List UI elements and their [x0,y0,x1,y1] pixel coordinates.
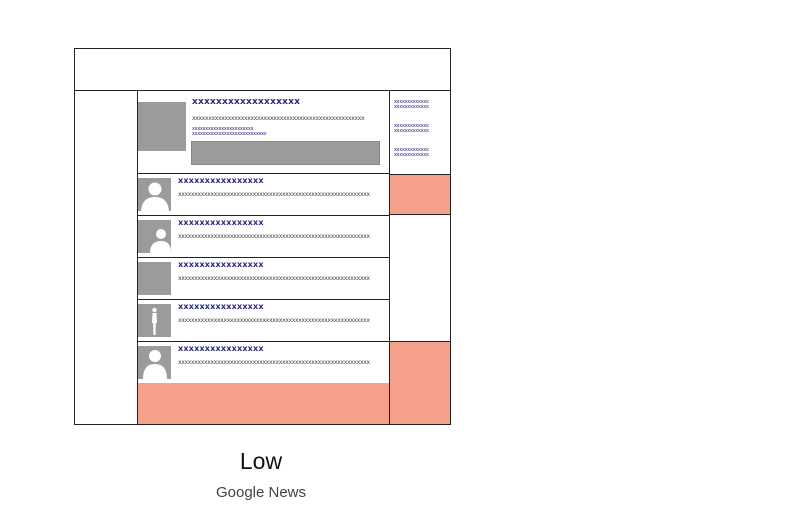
featured-meta-line-1[interactable]: xxxxxxxxxxxxxxxxxxxxxxx [192,126,254,132]
blank-thumbnail [138,262,171,295]
featured-meta-line-2[interactable]: xxxxxxxxxxxxxxxxxxxxxxxxxxxx [192,131,267,137]
left-sidebar [75,91,138,424]
source-label: Google News [215,484,307,501]
story-headline[interactable]: xxxxxxxxxxxxxxxx [178,344,264,353]
story-headline[interactable]: xxxxxxxxxxxxxxxx [178,302,264,311]
story-row[interactable]: xxxxxxxxxxxxxxxx xxxxxxxxxxxxxxxxxxxxxxx… [138,342,389,384]
featured-story[interactable]: xxxxxxxxxxxxxxxxxx xxxxxxxxxxxxxxxxxxxxx… [138,91,389,174]
story-row[interactable]: xxxxxxxxxxxxxxxx xxxxxxxxxxxxxxxxxxxxxxx… [138,174,389,216]
page-wireframe: xxxxxxxxxxxxxxxxxx xxxxxxxxxxxxxxxxxxxxx… [74,48,451,425]
main-column: xxxxxxxxxxxxxxxxxx xxxxxxxxxxxxxxxxxxxxx… [138,91,390,424]
right-ad-block-bottom [390,341,450,424]
story-headline[interactable]: xxxxxxxxxxxxxxxx [178,260,264,269]
bottom-ad-block [138,383,389,424]
featured-snippet: xxxxxxxxxxxxxxxxxxxxxxxxxxxxxxxxxxxxxxxx… [192,115,365,122]
right-ad-block-top [390,174,450,215]
story-row[interactable]: xxxxxxxxxxxxxxxx xxxxxxxxxxxxxxxxxxxxxxx… [138,300,389,342]
story-snippet: xxxxxxxxxxxxxxxxxxxxxxxxxxxxxxxxxxxxxxxx… [178,317,370,324]
person-silhouette-icon [138,346,171,379]
featured-thumbnail [138,102,186,151]
story-headline[interactable]: xxxxxxxxxxxxxxxx [178,218,264,227]
standing-figure-icon [138,304,171,337]
story-snippet: xxxxxxxxxxxxxxxxxxxxxxxxxxxxxxxxxxxxxxxx… [178,233,370,240]
person-silhouette-icon [138,220,171,253]
page-header [75,49,450,91]
person-silhouette-icon [138,178,171,211]
layout-level-label: Low [239,448,283,474]
story-snippet: xxxxxxxxxxxxxxxxxxxxxxxxxxxxxxxxxxxxxxxx… [178,359,370,366]
story-row[interactable]: xxxxxxxxxxxxxxxx xxxxxxxxxxxxxxxxxxxxxxx… [138,258,389,300]
featured-media-bar [191,141,380,165]
story-snippet: xxxxxxxxxxxxxxxxxxxxxxxxxxxxxxxxxxxxxxxx… [178,275,370,282]
story-row[interactable]: xxxxxxxxxxxxxxxx xxxxxxxxxxxxxxxxxxxxxxx… [138,216,389,258]
story-snippet: xxxxxxxxxxxxxxxxxxxxxxxxxxxxxxxxxxxxxxxx… [178,191,370,198]
featured-meta: xxxxxxxxxxxxxxxxxxxxxxx xxxxxxxxxxxxxxxx… [192,126,267,137]
featured-headline[interactable]: xxxxxxxxxxxxxxxxxx [192,97,301,107]
story-headline[interactable]: xxxxxxxxxxxxxxxx [178,176,264,185]
